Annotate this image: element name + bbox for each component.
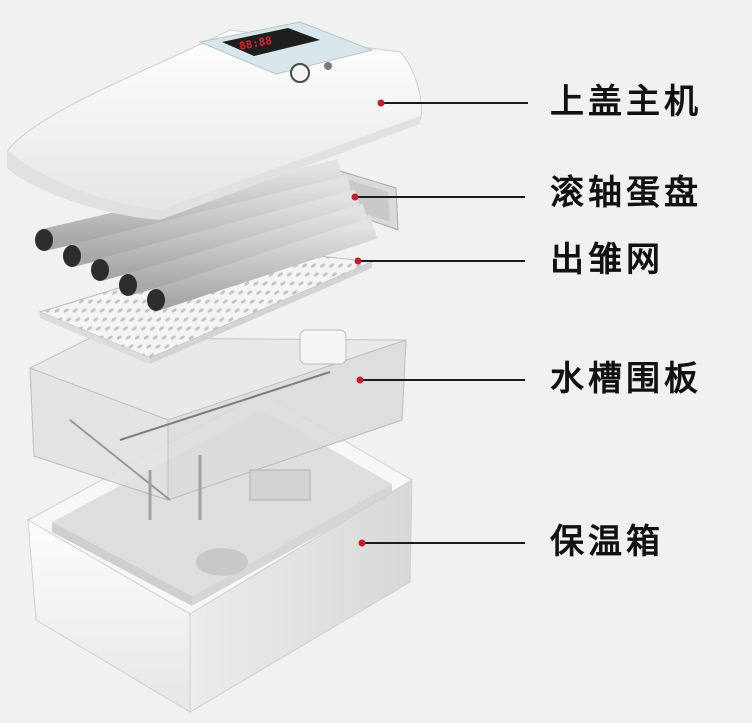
callout-leaders [351,99,528,547]
display-screen [222,28,320,56]
control-panel: 88:88 [198,21,374,83]
leader-line [358,539,525,547]
callout-label-hatching-mesh: 出雏网 [550,240,664,280]
callout-label-roller-tray: 滚轴蛋盘 [550,173,702,213]
water-tray-enclosure [29,329,407,520]
roller [147,217,378,311]
drain-hole [196,548,248,576]
roller [91,189,361,281]
callout-label-top-cover: 上盖主机 [550,82,702,122]
indicator-icon [324,62,332,70]
top-cover-main-unit: 88:88 [7,21,423,220]
callout-label-water-tray: 水槽围板 [550,359,702,399]
callout-label-insulated-box: 保温箱 [550,522,664,562]
leader-line [354,257,525,265]
hatching-mesh [38,247,374,364]
leader-line [377,99,528,107]
leader-line [351,193,525,201]
display-readout: 88:88 [238,34,273,53]
fan-housing [299,329,347,365]
control-knob [290,63,310,83]
leader-line [356,376,525,384]
roller [119,203,370,296]
roller-egg-tray [35,159,399,311]
roller [63,175,353,267]
